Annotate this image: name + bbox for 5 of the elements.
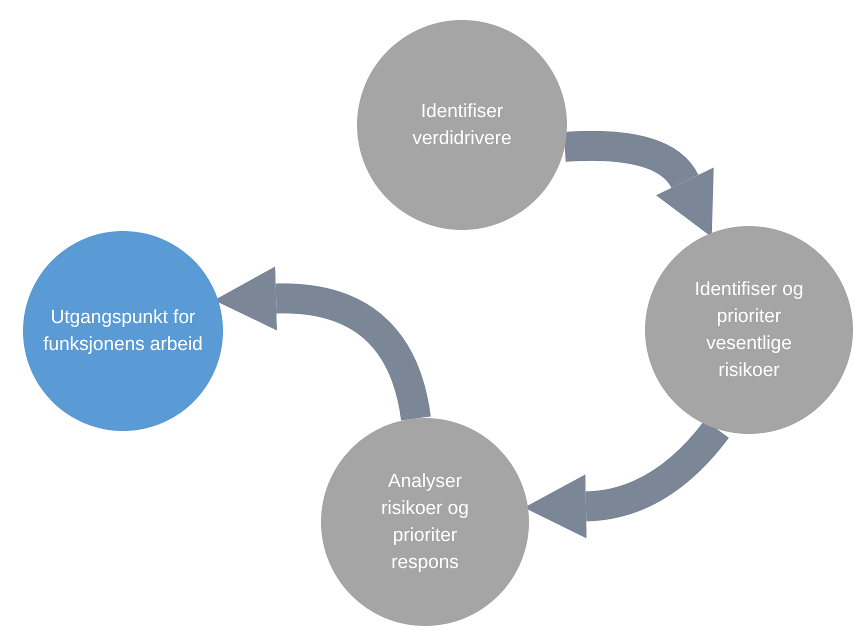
node-label: Identifiser og prioriter vesentlige risikoer [694, 278, 804, 383]
node-label: Utgangspunkt for funksjonens arbeid [43, 306, 203, 357]
node-label: Identifiser verdidrivere [411, 100, 513, 151]
node-label: Analyser risikoer og prioriter respons [380, 470, 470, 575]
curved-arrow [564, 130, 716, 235]
